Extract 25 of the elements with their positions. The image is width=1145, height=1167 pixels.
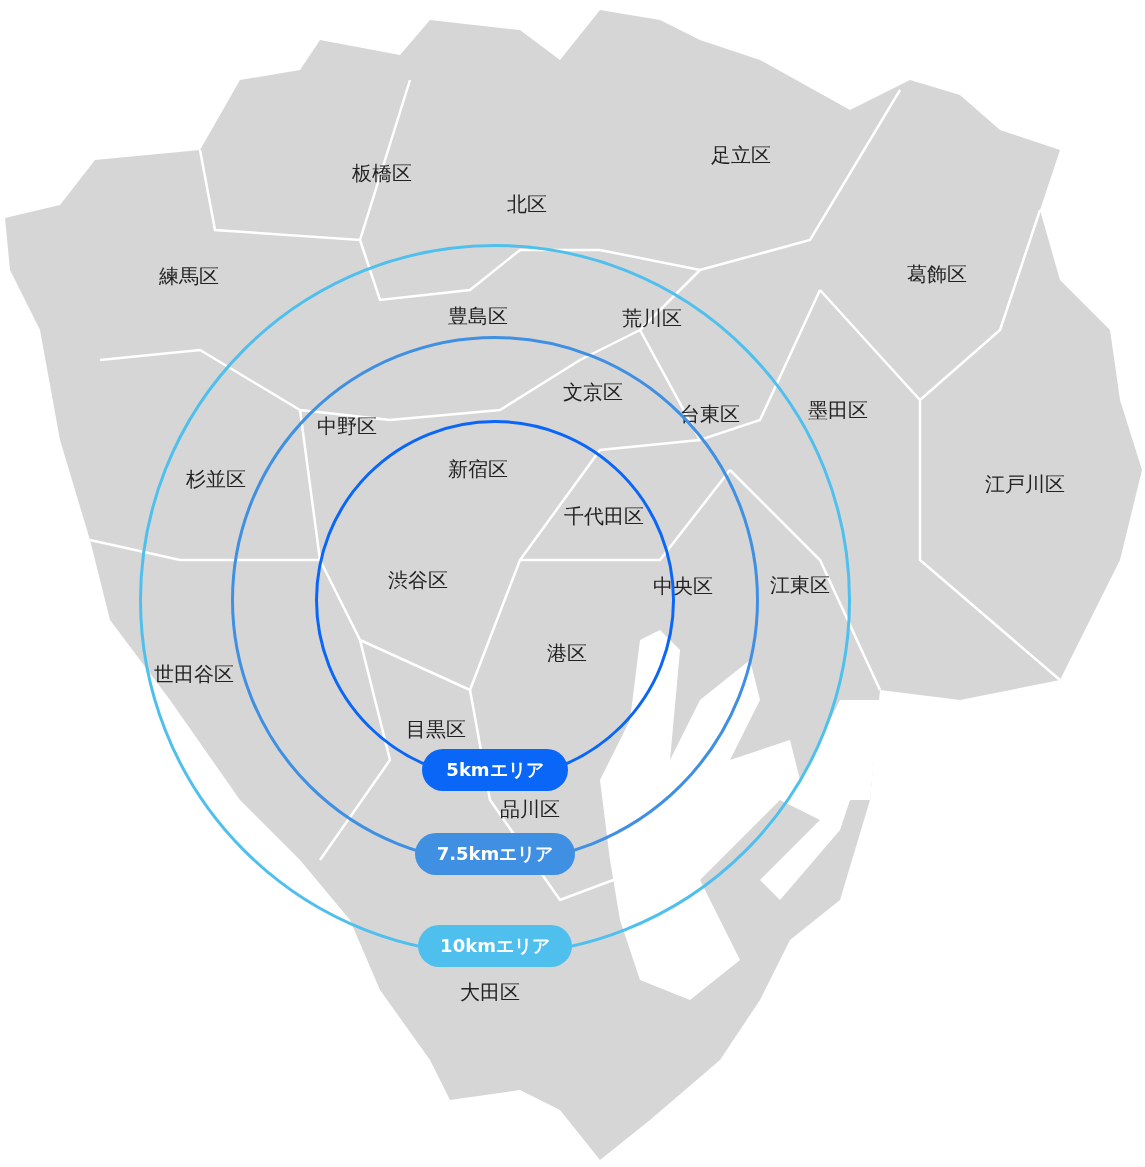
ward-label: 江戸川区 [985, 470, 1065, 498]
ward-label: 中央区 [653, 572, 713, 600]
ward-label: 大田区 [460, 978, 520, 1006]
ward-label: 品川区 [500, 795, 560, 823]
ward-label: 新宿区 [448, 455, 508, 483]
ward-label: 渋谷区 [388, 566, 448, 594]
ward-label: 豊島区 [448, 302, 508, 330]
distance-badge: 10kmエリア [418, 925, 572, 967]
ward-label: 墨田区 [808, 396, 868, 424]
ward-label: 足立区 [711, 141, 771, 169]
ward-label: 江東区 [770, 571, 830, 599]
ward-label: 港区 [547, 639, 587, 667]
ward-label: 荒川区 [622, 304, 682, 332]
ward-label: 千代田区 [564, 502, 644, 530]
ward-label: 目黒区 [406, 715, 466, 743]
ward-label: 北区 [507, 190, 547, 218]
ward-label: 板橋区 [352, 159, 412, 187]
ward-label: 杉並区 [186, 465, 246, 493]
ward-label: 世田谷区 [154, 660, 234, 688]
ward-label: 葛飾区 [907, 260, 967, 288]
ward-label: 練馬区 [159, 262, 219, 290]
distance-badge: 7.5kmエリア [415, 833, 575, 875]
ward-label: 文京区 [563, 378, 623, 406]
distance-badge: 5kmエリア [422, 749, 568, 791]
ward-label: 中野区 [317, 412, 377, 440]
